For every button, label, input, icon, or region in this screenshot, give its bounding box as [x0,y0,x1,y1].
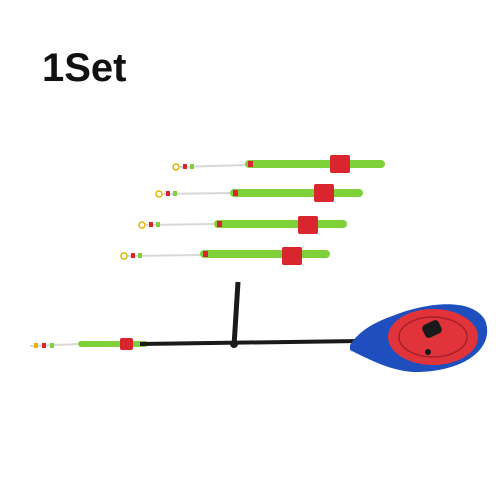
spare-rod-tip [120,247,330,265]
spare-rod-tip [155,184,363,202]
spare-rod-tip [172,155,385,173]
caption-title: 1Set [42,46,127,90]
spare-rod-tip [138,216,347,234]
ice-fishing-rod [29,281,488,373]
reel [388,309,478,365]
